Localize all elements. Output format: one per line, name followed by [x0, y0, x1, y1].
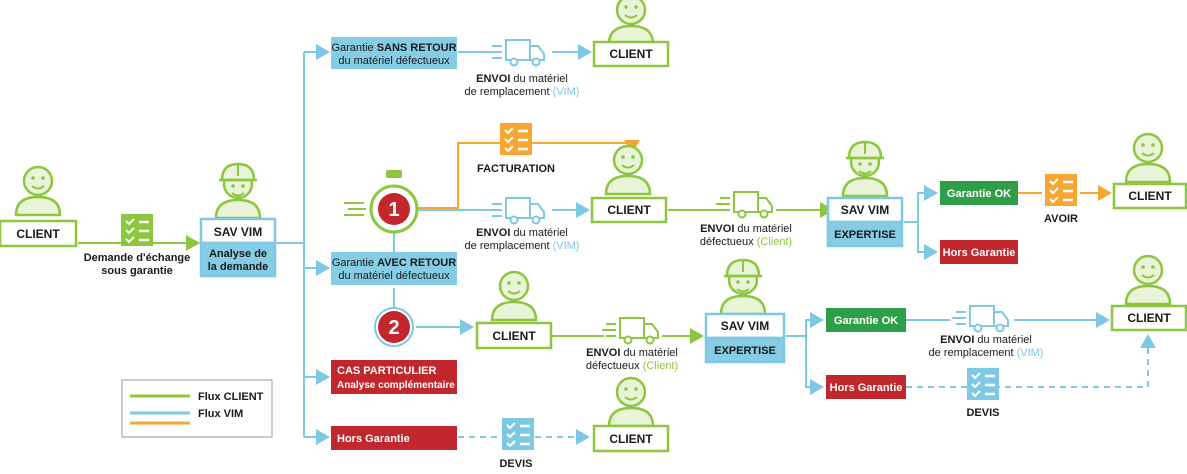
client-far-low-label: CLIENT [1127, 311, 1171, 325]
sav-vim-main-title: SAV VIM [214, 225, 262, 239]
devis-bottom-label: DEVIS [499, 458, 532, 470]
truck-low-icon [951, 305, 1009, 333]
sav-vim-low-box [704, 312, 786, 340]
sav-vim-mid-title: SAV VIM [841, 203, 889, 217]
client-top-label: CLIENT [609, 47, 653, 61]
client-bottom-icon [607, 376, 655, 428]
client-left-box [0, 219, 78, 248]
truck-top-icon [487, 39, 545, 67]
sav-vim-mid-icon [841, 140, 889, 198]
sav-vim-main-icon [214, 162, 262, 220]
hors-garantie-top-box [940, 240, 1018, 264]
sans-retour-line2: du matériel défectueux [338, 55, 450, 67]
envoi-low-line2: de remplacement (VIM) [929, 347, 1044, 359]
envoi-def-low-line2: défectueux (Client) [586, 360, 678, 372]
expertise-low-box [704, 336, 786, 364]
avec-retour-box [331, 252, 457, 285]
envoi-def-low-line1: ENVOI du matériel [586, 347, 678, 359]
client-far-top-box [1112, 182, 1187, 210]
sans-retour-line1: Garantie SANS RETOUR [331, 42, 456, 54]
legend-label-vim: Flux VIM [198, 408, 243, 420]
client-top-icon [607, 0, 655, 46]
envoi-top-line2: de remplacement (VIM) [465, 86, 580, 98]
sav-vim-main-sub2: la demande [208, 261, 269, 273]
hors-garantie-top-label: Hors Garantie [943, 247, 1016, 259]
client-low-label: CLIENT [492, 329, 536, 343]
avec-retour-line2: du matériel défectueux [338, 270, 450, 282]
demande-line2: sous garantie [101, 265, 173, 277]
sav-vim-low-title: SAV VIM [721, 319, 769, 333]
envoi-low-line1: ENVOI du matériel [940, 334, 1032, 346]
expertise-low-label: EXPERTISE [714, 345, 776, 357]
step1-number: 1 [388, 199, 399, 221]
expertise-mid-label: EXPERTISE [834, 229, 896, 241]
step1-stopwatch [344, 170, 419, 234]
step2-circle [374, 307, 414, 347]
facturation-checklist-icon [498, 121, 534, 157]
client-low-box [475, 321, 553, 350]
garantie-ok-low-label: Garantie OK [834, 315, 898, 327]
step2-number: 2 [388, 317, 399, 339]
truck-def-low-icon [601, 317, 659, 345]
legend: Flux CLIENT Flux VIM [121, 379, 273, 438]
envoi-mid-line2: de remplacement (VIM) [465, 240, 580, 252]
truck-mid-icon [487, 197, 545, 225]
avoir-label: AVOIR [1044, 213, 1078, 225]
demande-line1: Demande d'échange [84, 252, 191, 264]
client-mid-label: CLIENT [607, 203, 651, 217]
garantie-ok-top-box [940, 181, 1018, 205]
cas-particulier-line2: Analyse complémentaire [337, 380, 455, 391]
client-far-low-icon [1124, 254, 1172, 306]
avoir-checklist-icon [1043, 172, 1079, 208]
envoi-def-mid-line2: défectueux (Client) [700, 236, 792, 248]
garantie-ok-low-box [826, 308, 906, 332]
hors-garantie-bottom-box [331, 426, 457, 450]
facturation-label: FACTURATION [477, 163, 555, 175]
client-bottom-box [592, 424, 670, 453]
devis-low-label: DEVIS [966, 407, 999, 419]
client-far-top-icon [1124, 132, 1172, 184]
sav-vim-main-sub-box [199, 241, 277, 278]
legend-label-client: Flux CLIENT [198, 391, 264, 403]
envoi-top-line1: ENVOI du matériel [476, 73, 568, 85]
truck-def-mid-icon [715, 191, 773, 219]
client-left-label: CLIENT [16, 227, 60, 241]
sav-vim-main-box [199, 217, 277, 245]
hors-garantie-bottom-label: Hors Garantie [337, 433, 410, 445]
cas-particulier-line1: CAS PARTICULIER [337, 365, 436, 377]
connectors [78, 44, 1156, 445]
hors-garantie-low-label: Hors Garantie [830, 382, 903, 394]
envoi-mid-line1: ENVOI du matériel [476, 227, 568, 239]
client-far-top-label: CLIENT [1128, 189, 1172, 203]
client-far-low-box [1110, 304, 1187, 332]
client-mid-icon [604, 144, 652, 196]
client-left-icon [14, 165, 62, 217]
client-low-icon [490, 270, 538, 322]
sav-vim-main-sub1: Analyse de [209, 248, 267, 260]
avec-retour-line1: Garantie AVEC RETOUR [332, 257, 456, 269]
cas-particulier-box [331, 360, 457, 394]
garantie-ok-top-label: Garantie OK [947, 188, 1011, 200]
sans-retour-box [331, 37, 457, 69]
devis-bottom-checklist-icon [500, 416, 536, 452]
hors-garantie-low-box [826, 375, 906, 399]
client-mid-box [590, 196, 668, 224]
client-bottom-label: CLIENT [609, 432, 653, 446]
expertise-mid-box [826, 220, 904, 248]
devis-low-checklist-icon [965, 366, 1001, 402]
demande-checklist-icon [119, 212, 155, 248]
sav-vim-low-icon [719, 258, 767, 316]
client-top-box [592, 40, 670, 68]
envoi-def-mid-line1: ENVOI du matériel [700, 223, 792, 235]
